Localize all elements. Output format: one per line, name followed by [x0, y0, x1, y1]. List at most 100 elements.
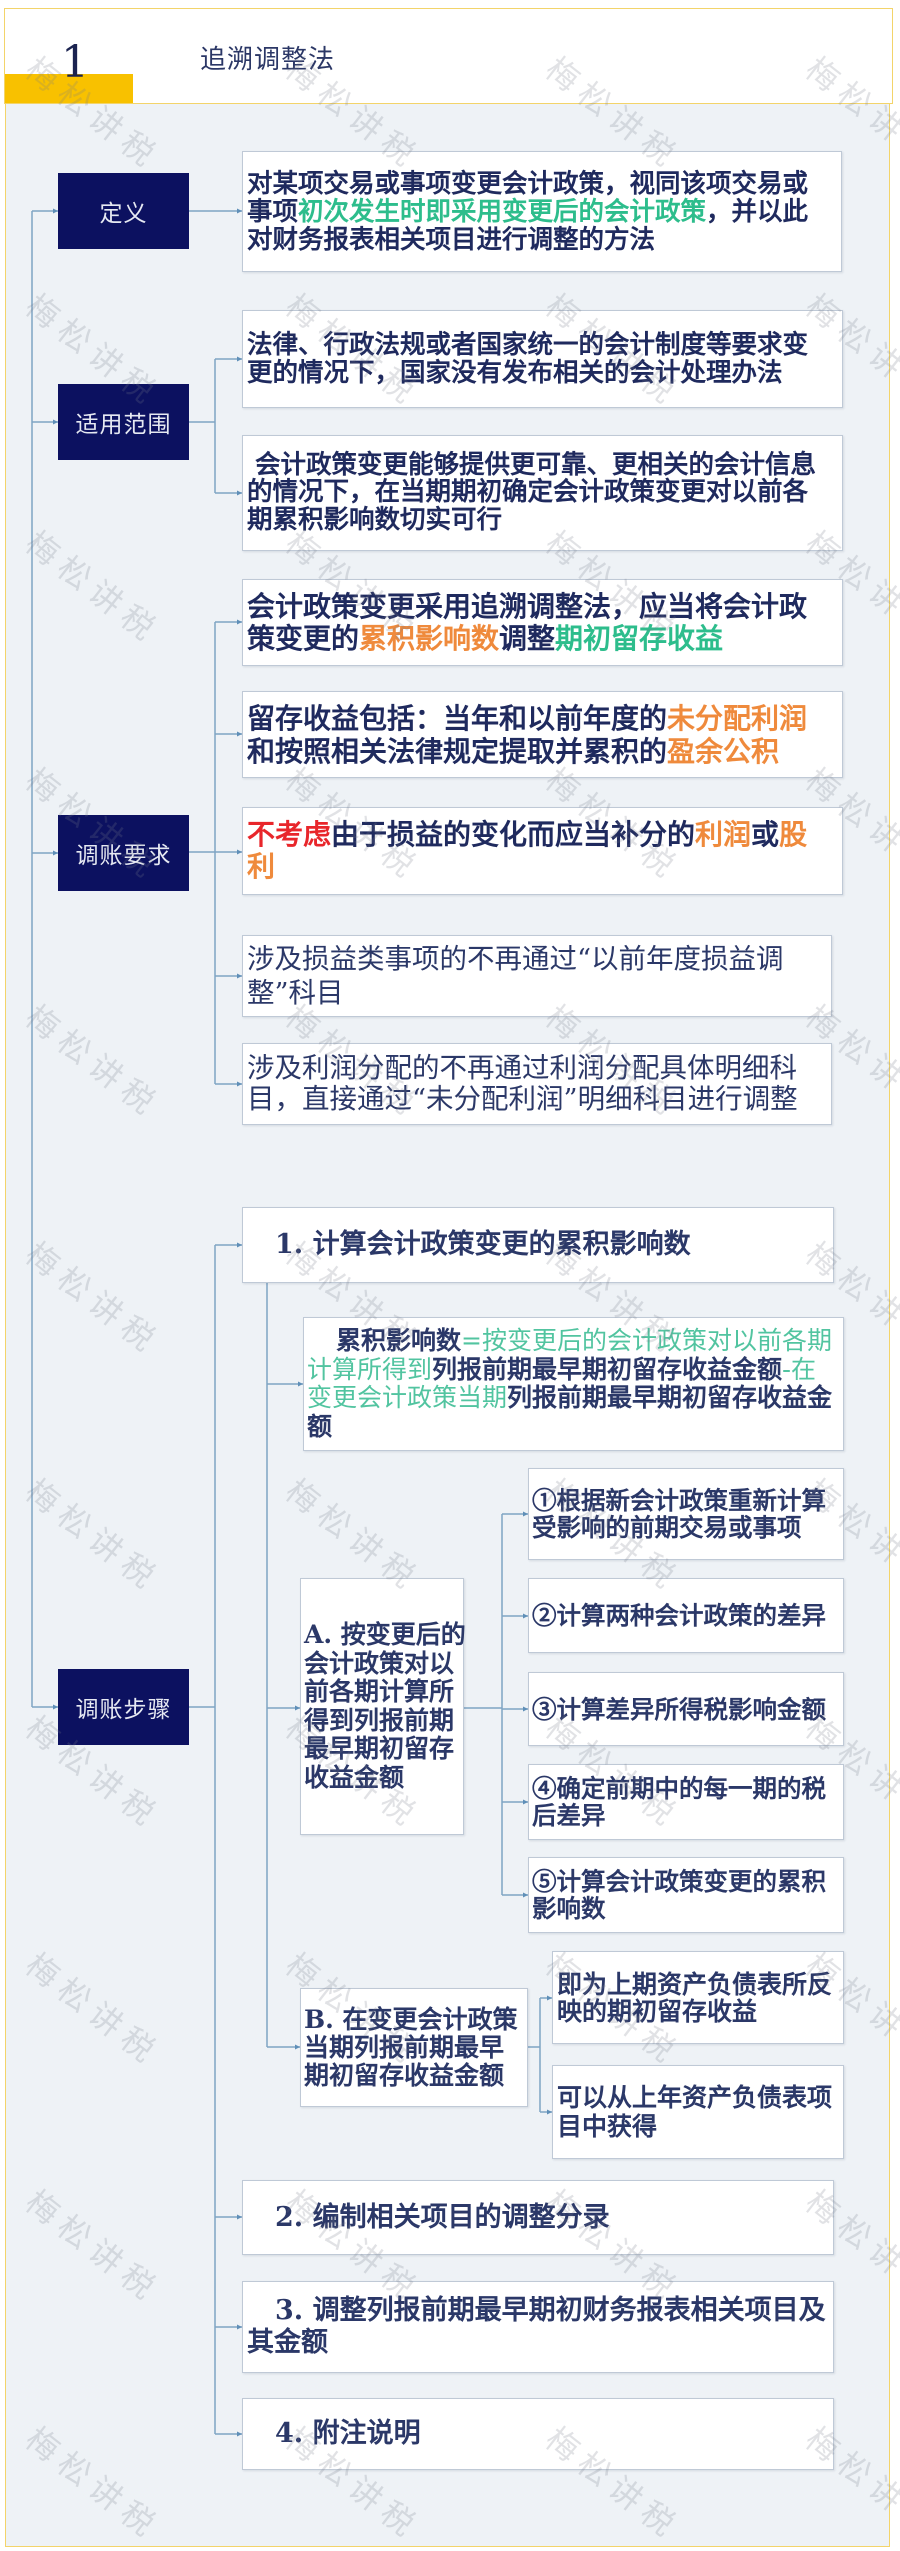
- text-line: 留存收益包括：当年和以前年度的未分配利润: [247, 702, 842, 735]
- text-line: 整”科目: [247, 976, 831, 1010]
- text-line: 当期列报前期最早: [304, 2033, 527, 2062]
- requirement-item-4: 涉及损益类事项的不再通过“以前年度损益调整”科目: [242, 935, 832, 1017]
- text-run: 额: [307, 1411, 333, 1441]
- text-line: 会计政策对以: [304, 1648, 463, 1679]
- text-run: 法律、行政法规或者国家统一的会计制度等要求变: [247, 330, 809, 360]
- text-run: 累积影响数: [336, 1326, 462, 1355]
- text-line: 收益金额: [304, 1762, 463, 1793]
- text-line: 对某项交易或事项变更会计政策，视同该项交易或: [247, 170, 841, 198]
- category-definition: 定义: [58, 173, 189, 249]
- text-line: ①根据新会计政策重新计算: [532, 1487, 843, 1514]
- text-line: 会计政策变更采用追溯调整法，应当将会计政: [247, 589, 842, 623]
- text-line: 对财务报表相关项目进行调整的方法: [247, 226, 841, 254]
- text-line: 映的期初留存收益: [557, 1998, 843, 2025]
- text-line: ③计算差异所得税影响金额: [532, 1696, 843, 1723]
- highlight-text: -在: [782, 1354, 817, 1384]
- text-line: 期累积影响数切实可行: [247, 504, 842, 535]
- text-line: 变更会计政策当期列报前期最早期初留存收益金: [307, 1383, 843, 1413]
- text-run: 会计政策对以: [304, 1648, 455, 1678]
- text-line: 3. 调整列报前期最早期初财务报表相关项目及: [247, 2295, 833, 2327]
- method-b-box: B. 在变更会计政策当期列报前期最早期初留存收益金额: [300, 1988, 528, 2107]
- text-run: 即为上期资产负债表所反: [557, 1969, 833, 1999]
- text-run: 期累积影响数切实可行: [247, 504, 503, 535]
- text-run: 更的情况下，国家没有发布相关的会计处理办法: [247, 358, 783, 388]
- highlight-text: 累积影响数: [359, 621, 500, 655]
- text-line: 得到列报前期: [304, 1705, 463, 1736]
- text-line: 事项初次发生时即采用变更后的会计政策，并以此: [247, 198, 841, 226]
- text-line: 和按照相关法律规定提取并累积的盈余公积: [247, 735, 842, 768]
- text-run: 列报前期最早期初留存收益金: [507, 1383, 833, 1412]
- definition-box: 对某项交易或事项变更会计政策，视同该项交易或事项初次发生时即采用变更后的会计政策…: [242, 151, 842, 272]
- requirement-item-2: 留存收益包括：当年和以前年度的未分配利润和按照相关法律规定提取并累积的盈余公积: [242, 691, 843, 778]
- text-run: 可以从上年资产负债表项: [557, 2083, 833, 2112]
- text-run: ①根据新会计政策重新计算: [532, 1486, 826, 1515]
- text-line: 额: [307, 1411, 843, 1442]
- highlight-text: 变更会计政策当期: [307, 1383, 508, 1412]
- text-run: 目中获得: [557, 2112, 658, 2141]
- text-run: ④确定前期中的每一期的税: [532, 1774, 826, 1803]
- text-line: 会计政策变更能够提供更可靠、更相关的会计信息: [247, 451, 842, 480]
- text-line: 策变更的累积影响数调整期初留存收益: [247, 621, 842, 655]
- text-run: B. 在变更会计政策: [304, 2004, 518, 2034]
- section-number: 1: [61, 37, 89, 88]
- text-line: ⑤计算会计政策变更的累积: [532, 1868, 843, 1895]
- section-header: [4, 8, 893, 104]
- highlight-text: 未分配利润: [667, 701, 808, 735]
- text-run: 受影响的前期交易或事项: [532, 1513, 802, 1542]
- requirement-item-1: 会计政策变更采用追溯调整法，应当将会计政策变更的累积影响数调整期初留存收益: [242, 579, 843, 666]
- highlight-text: =按变更后的会计政策对以前各期: [461, 1326, 832, 1355]
- text-line: 不考虑由于损益的变化而应当补分的利润或股: [247, 819, 842, 851]
- text-run: 或: [751, 818, 780, 851]
- scope-item-2: 会计政策变更能够提供更可靠、更相关的会计信息的情况下，在当期期初确定会计政策变更…: [242, 435, 843, 551]
- text-run: 对某项交易或事项变更会计政策，视同该项交易或: [247, 168, 809, 199]
- text-run: 收益金额: [304, 1762, 405, 1792]
- text-run: 影响数: [532, 1894, 606, 1923]
- text-line: B. 在变更会计政策: [304, 2004, 527, 2034]
- text-run: 调整: [499, 621, 556, 655]
- text-line: 受影响的前期交易或事项: [532, 1514, 843, 1541]
- text-run: 会计政策变更采用追溯调整法，应当将会计政: [247, 589, 808, 623]
- highlight-text: 初次发生时即采用变更后的会计政策: [298, 196, 707, 227]
- text-run: ③计算差异所得税影响金额: [532, 1694, 826, 1724]
- text-run: ⑤计算会计政策变更的累积: [532, 1867, 826, 1896]
- category-steps: 调账步骤: [58, 1669, 189, 1745]
- section-number-tab: [5, 74, 133, 103]
- text-line: 后差异: [532, 1802, 843, 1829]
- text-line: 利: [247, 851, 842, 883]
- text-line: 前各期计算所: [304, 1677, 463, 1707]
- text-run: 涉及利润分配的不再通过利润分配具体明细科: [247, 1052, 797, 1084]
- text-run: 期初留存收益金额: [304, 2060, 505, 2090]
- text-run: 映的期初留存收益: [557, 1996, 758, 2026]
- text-run: 最早期初留存: [304, 1734, 455, 1763]
- text-line: ④确定前期中的每一期的税: [532, 1775, 843, 1802]
- text-line: 1. 计算会计政策变更的累积影响数: [275, 1229, 833, 1261]
- highlight-text: 利润: [695, 818, 752, 851]
- text-line: 涉及利润分配的不再通过利润分配具体明细科: [247, 1053, 831, 1084]
- method-a-substep-1: ①根据新会计政策重新计算受影响的前期交易或事项: [528, 1468, 844, 1560]
- section-title: 追溯调整法: [200, 45, 336, 75]
- text-line: 最早期初留存: [304, 1734, 463, 1764]
- category-requirements: 调账要求: [58, 815, 189, 891]
- text-line: 的情况下，在当期期初确定会计政策变更对以前各: [247, 479, 842, 507]
- text-run: 1. 计算会计政策变更的累积影响数: [275, 1229, 691, 1260]
- text-line: ②计算两种会计政策的差异: [532, 1602, 843, 1629]
- text-run: 4. 附注说明: [275, 2418, 421, 2449]
- text-run: ②计算两种会计政策的差异: [532, 1601, 826, 1630]
- method-a-substep-4: ④确定前期中的每一期的税后差异: [528, 1764, 844, 1840]
- text-run: 由于损益的变化而应当补分的: [331, 818, 696, 851]
- text-run: 对财务报表相关项目进行调整的方法: [247, 224, 656, 255]
- text-line: 累积影响数=按变更后的会计政策对以前各期: [307, 1326, 843, 1356]
- text-line: 法律、行政法规或者国家统一的会计制度等要求变: [247, 331, 842, 359]
- text-line: 2. 编制相关项目的调整分录: [275, 2202, 833, 2234]
- requirement-item-5: 涉及利润分配的不再通过利润分配具体明细科目，直接通过“未分配利润”明细科目进行调…: [242, 1043, 832, 1125]
- text-run: 涉及损益类事项的不再通过“以前年度损益调: [247, 943, 784, 975]
- step-1-box: 1. 计算会计政策变更的累积影响数: [242, 1207, 834, 1283]
- text-line: 4. 附注说明: [275, 2418, 833, 2450]
- requirement-item-3: 不考虑由于损益的变化而应当补分的利润或股利: [242, 807, 843, 895]
- text-run: A. 按变更后的: [304, 1620, 466, 1649]
- method-a-substep-2: ②计算两种会计政策的差异: [528, 1578, 844, 1653]
- text-line: 期初留存收益金额: [304, 2060, 527, 2090]
- text-run: 得到列报前期: [304, 1705, 455, 1735]
